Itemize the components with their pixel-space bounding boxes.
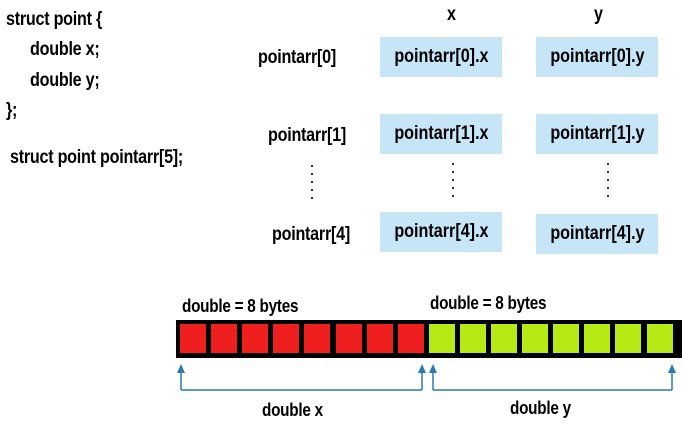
byte-x-4 <box>304 324 331 353</box>
cell-1-y: pointarr[1].y <box>536 114 658 154</box>
bracket-x-right-arrowhead <box>418 364 426 373</box>
byte-y-3 <box>522 324 549 353</box>
row-label-4: pointarr[4] <box>272 224 350 245</box>
memory-bar <box>176 320 682 358</box>
ellipsis-dots-x <box>452 163 454 203</box>
bracket-y-left-arrowhead <box>429 364 437 373</box>
code-line-double-x: double x; <box>30 39 100 60</box>
cell-0-x: pointarr[0].x <box>380 37 502 77</box>
code-line-struct-close: }; <box>6 100 18 121</box>
code-line-struct-open: struct point { <box>6 9 103 30</box>
byte-x-5 <box>335 324 362 353</box>
bracket-label-double-y: double y <box>510 398 571 418</box>
byte-y-5 <box>584 324 611 353</box>
memory-label-left: double = 8 bytes <box>182 296 299 316</box>
column-header-y: y <box>594 4 603 25</box>
byte-y-4 <box>553 324 580 353</box>
cell-1-x: pointarr[1].x <box>380 114 502 154</box>
byte-y-7 <box>646 324 673 353</box>
code-array-declaration: struct point pointarr[5]; <box>10 147 184 168</box>
code-line-double-y: double y; <box>30 70 100 91</box>
cell-4-y: pointarr[4].y <box>536 214 658 254</box>
ellipsis-dots-y <box>607 163 609 203</box>
byte-y-2 <box>491 324 517 353</box>
byte-x-3 <box>273 324 300 353</box>
byte-x-7 <box>397 324 424 353</box>
byte-x-0 <box>180 324 206 353</box>
bracket-y-right-arrowhead <box>668 364 676 373</box>
byte-x-2 <box>242 324 269 353</box>
byte-y-6 <box>615 324 642 353</box>
column-header-x: x <box>447 4 456 25</box>
cell-4-x: pointarr[4].x <box>380 212 502 252</box>
cell-0-y: pointarr[0].y <box>536 37 658 77</box>
byte-x-1 <box>211 324 238 353</box>
bracket-label-double-x: double x <box>262 400 323 420</box>
byte-y-1 <box>459 324 486 353</box>
byte-y-0 <box>428 324 455 353</box>
ellipsis-dots-labels <box>311 165 313 205</box>
row-label-1: pointarr[1] <box>268 125 346 146</box>
memory-label-right: double = 8 bytes <box>430 293 547 313</box>
bracket-x-left-arrowhead <box>177 364 185 373</box>
row-label-0: pointarr[0] <box>258 47 336 68</box>
byte-x-6 <box>366 324 393 353</box>
